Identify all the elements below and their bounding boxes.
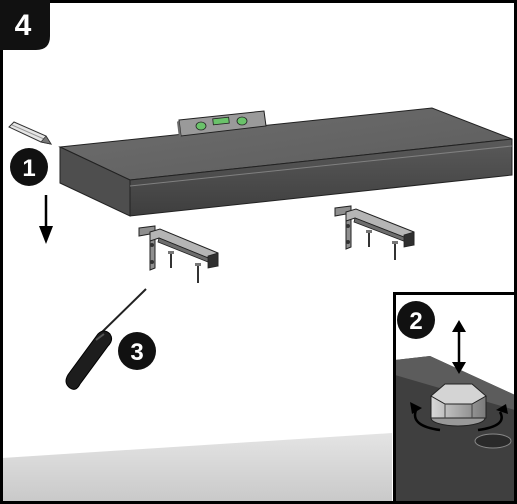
screw-right-2	[392, 241, 398, 260]
screw-right-1	[366, 230, 372, 247]
screwdriver-icon	[65, 288, 147, 390]
hex-bolt	[430, 383, 487, 427]
spirit-level-icon	[177, 110, 267, 138]
callout-3: 3	[118, 332, 156, 370]
bracket-left	[138, 225, 219, 271]
floating-shelf	[58, 107, 513, 217]
screw-left-1	[168, 251, 174, 268]
detail-inset: 2	[393, 292, 517, 504]
step-number-tab: 4	[0, 0, 50, 50]
svg-text:3: 3	[130, 339, 143, 366]
callout-2: 2	[397, 301, 435, 339]
callout-1: 1	[10, 148, 48, 186]
pencil-icon	[8, 121, 53, 145]
up-down-arrow-icon	[452, 320, 466, 374]
step-number: 4	[15, 9, 32, 42]
svg-text:2: 2	[409, 308, 422, 335]
down-arrow-icon	[39, 195, 53, 244]
svg-text:1: 1	[22, 155, 35, 182]
screw-left-2	[195, 263, 201, 283]
mounting-hole	[474, 433, 512, 449]
rotate-arrows-icon	[410, 402, 508, 432]
bracket-right	[334, 205, 415, 250]
floor	[2, 433, 392, 502]
